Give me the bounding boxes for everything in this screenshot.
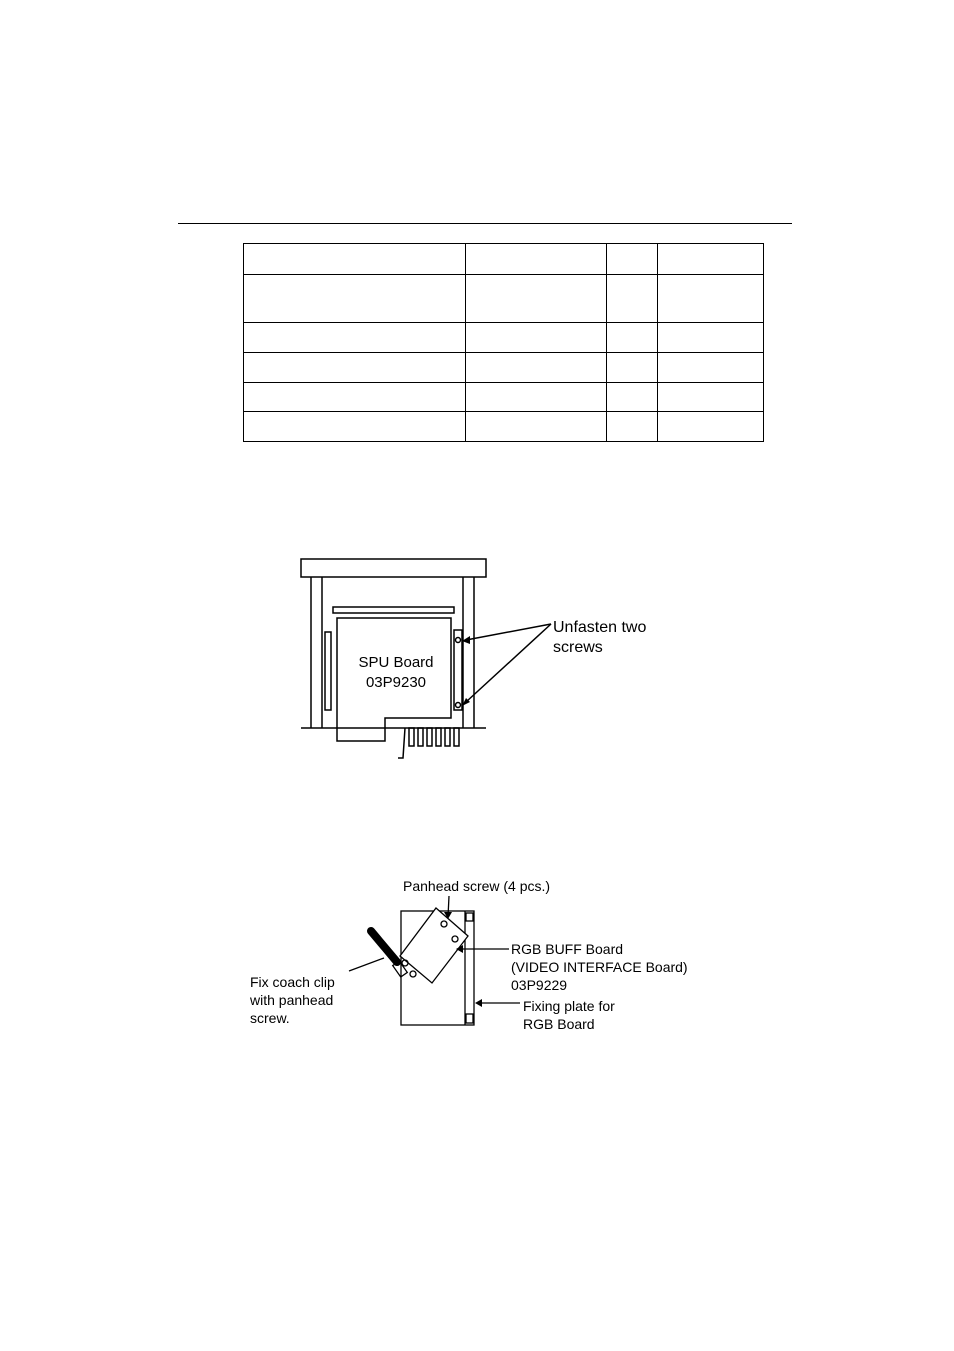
board-name-label: SPU Board	[358, 654, 433, 671]
panhead-screw-icon	[409, 970, 417, 978]
table-row	[243, 243, 764, 275]
callout-arrow	[465, 623, 552, 641]
rgb-board-label: (VIDEO INTERFACE Board)	[511, 959, 688, 975]
parts-table	[243, 243, 764, 442]
top-plate	[300, 558, 487, 578]
screw-icon	[454, 701, 462, 709]
panhead-screw-label: Panhead screw (4 pcs.)	[403, 878, 550, 894]
panhead-screw-icon	[401, 959, 409, 967]
callout-label: screws	[553, 639, 603, 656]
coach-clip-label: screw.	[250, 1010, 290, 1026]
table-cell	[657, 411, 764, 442]
table-cell	[657, 243, 764, 275]
table-cell	[243, 274, 466, 323]
rgb-board-label: RGB BUFF Board	[511, 941, 623, 957]
table-row	[243, 411, 764, 442]
connector-pins	[408, 727, 460, 747]
rgb-buff-board	[399, 907, 469, 984]
callout-arrow	[465, 623, 552, 703]
screwdriver-icon	[367, 927, 401, 966]
table-cell	[243, 352, 466, 383]
table-row	[243, 322, 764, 353]
guide-rail	[332, 606, 455, 614]
table-cell	[657, 274, 764, 323]
table-cell	[657, 322, 764, 353]
board-number-label: 03P9230	[366, 674, 426, 691]
rgb-board-number: 03P9229	[511, 977, 567, 993]
table-cell	[243, 322, 466, 353]
table-cell	[606, 274, 658, 323]
fixing-plate-label: RGB Board	[523, 1016, 595, 1032]
callout-label: Unfasten two	[553, 619, 646, 636]
coach-clip-label: Fix coach clip	[250, 974, 335, 990]
coach-clip-label: with panhead	[249, 992, 333, 1008]
table-cell	[465, 352, 607, 383]
header-rule	[178, 223, 792, 224]
table-row	[243, 352, 764, 383]
screw-icon	[454, 636, 462, 644]
left-slot	[324, 631, 332, 711]
table-cell	[606, 322, 658, 353]
table-cell	[465, 411, 607, 442]
panhead-screw-icon	[451, 935, 459, 943]
leader-line	[348, 957, 385, 972]
panhead-screw-icon	[440, 920, 448, 928]
screw-bracket	[453, 629, 463, 711]
spu-board-outline	[336, 617, 452, 742]
fixing-plate-label: Fixing plate for	[523, 998, 615, 1014]
